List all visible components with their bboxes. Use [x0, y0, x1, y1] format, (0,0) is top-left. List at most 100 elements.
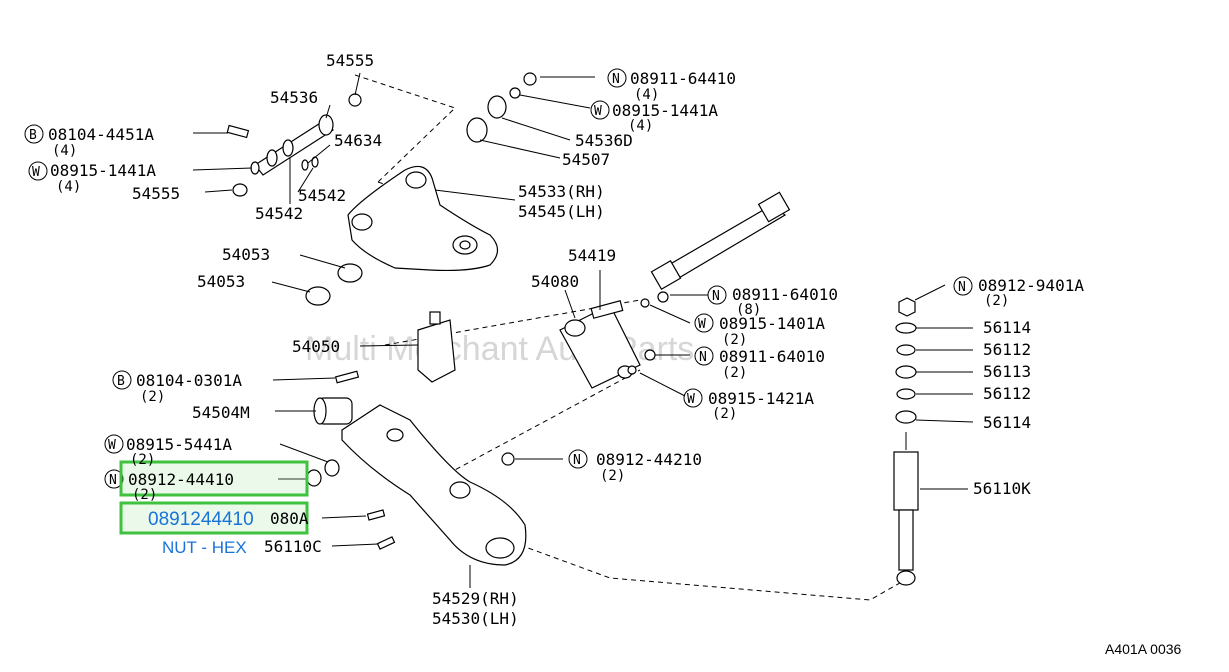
- bushing-54536d: [487, 95, 507, 119]
- highlight-part-box[interactable]: [119, 460, 309, 497]
- upper-arm-assembly: [226, 72, 537, 306]
- label-54536[interactable]: 54536: [270, 88, 318, 107]
- label-56110c[interactable]: 56110C: [264, 537, 322, 556]
- qty-08912-44210: (2): [600, 468, 625, 484]
- bushing-54507: [466, 117, 488, 143]
- bolt-prefix-icon: B: [29, 128, 37, 143]
- qty-08104-0301a: (2): [140, 389, 165, 405]
- label-08104-0301a[interactable]: 08104-0301A: [136, 371, 242, 390]
- qty-08915-1401a: (2): [722, 332, 747, 348]
- label-56112-b[interactable]: 56112: [983, 384, 1031, 403]
- nut-prefix-icon: N: [958, 280, 966, 295]
- nut-08912-44410: [306, 469, 322, 487]
- washer-54555-top: [348, 93, 362, 107]
- highlight-number-box[interactable]: [119, 501, 309, 535]
- label-54533[interactable]: 54533(RH): [518, 182, 605, 201]
- label-56113[interactable]: 56113: [983, 362, 1031, 381]
- label-08911-64410[interactable]: 08911-64410: [630, 69, 736, 88]
- label-08915-1401a[interactable]: 08915-1401A: [719, 314, 825, 333]
- label-56114-b[interactable]: 56114: [983, 413, 1031, 432]
- cap-54053-b: [305, 286, 331, 306]
- bolt-08104-4451a: [226, 124, 250, 139]
- label-54080a[interactable]: 080A: [270, 509, 309, 528]
- bump-stop-54050: [417, 319, 456, 383]
- label-08915-1441a-right[interactable]: 08915-1441A: [612, 101, 718, 120]
- washer-56113: [895, 365, 917, 379]
- label-54080[interactable]: 54080: [531, 272, 579, 291]
- label-54529[interactable]: 54529(RH): [432, 589, 519, 608]
- nut-08911-64410: [523, 72, 537, 86]
- leader-lines: [192, 72, 974, 588]
- label-54536d[interactable]: 54536D: [575, 131, 633, 150]
- label-08911-64010-a[interactable]: 08911-64010: [732, 285, 838, 304]
- label-54053-a[interactable]: 54053: [222, 245, 270, 264]
- cap-54053-a: [337, 263, 363, 283]
- qty-08915-1441a-right: (4): [628, 118, 653, 134]
- shock-absorber-assembly: [893, 297, 919, 586]
- nut-prefix-icon: N: [109, 473, 117, 488]
- label-54555-left[interactable]: 54555: [132, 184, 180, 203]
- washer-prefix-icon: W: [108, 438, 116, 453]
- label-08915-1441a-left[interactable]: 08915-1441A: [50, 161, 156, 180]
- label-08912-9401a[interactable]: 08912-9401A: [978, 276, 1084, 295]
- bushing-54536: [318, 114, 334, 136]
- label-56114-a[interactable]: 56114: [983, 318, 1031, 337]
- shock-body-lower: [898, 509, 914, 571]
- bushing-56114-b: [895, 410, 917, 424]
- label-08915-5441a[interactable]: 08915-5441A: [126, 435, 232, 454]
- label-54555-top[interactable]: 54555: [326, 51, 374, 70]
- nut-prefix-icon: N: [573, 453, 581, 468]
- label-54504m[interactable]: 54504M: [192, 403, 250, 422]
- qty-08915-1421a: (2): [712, 406, 737, 422]
- label-54419[interactable]: 54419: [568, 246, 616, 265]
- qty-08915-5441a: (2): [130, 452, 155, 468]
- washer-08915-5441a: [324, 459, 340, 477]
- lower-control-arm: [341, 404, 527, 566]
- washer-prefix-icon: W: [32, 165, 40, 180]
- label-56112-a[interactable]: 56112: [983, 340, 1031, 359]
- qty-08911-64410: (4): [634, 87, 659, 103]
- lower-arm-assembly: [306, 191, 791, 566]
- bolt-08104-0301a: [334, 370, 360, 384]
- label-54545[interactable]: 54545(LH): [518, 202, 605, 221]
- label-54507[interactable]: 54507: [562, 150, 610, 169]
- nut-08912-9401a: [898, 297, 916, 317]
- qty-08911-64010-b: (2): [722, 365, 747, 381]
- label-08911-64010-b[interactable]: 08911-64010: [719, 347, 825, 366]
- bolt-prefix-icon: B: [117, 374, 125, 389]
- washer-prefix-icon: W: [698, 317, 706, 332]
- diagram-code: A401A 0036: [1105, 641, 1182, 657]
- label-54542-right[interactable]: 54542: [298, 186, 346, 205]
- bushing-56114-a: [895, 322, 917, 334]
- prefix-markers: B W N W N W N W B W N N N: [24, 68, 973, 489]
- qty-08104-4451a: (4): [52, 143, 77, 159]
- washer-56112-b: [896, 388, 916, 400]
- washer-56112-a: [896, 344, 916, 356]
- highlight-part-name: NUT - HEX: [162, 538, 247, 557]
- label-08915-1421a[interactable]: 08915-1421A: [708, 389, 814, 408]
- washer-prefix-icon: W: [687, 392, 695, 407]
- nut-08912-44210: [501, 452, 515, 466]
- part-labels: 54555 54536 08104-4451A (4) 54634 08915-…: [48, 51, 1084, 628]
- shock-body-upper: [893, 451, 919, 511]
- qty-08912-9401a: (2): [984, 293, 1009, 309]
- label-08912-44410[interactable]: 08912-44410: [128, 470, 234, 489]
- label-54634[interactable]: 54634: [334, 131, 382, 150]
- qty-08911-64010-a: (8): [736, 302, 761, 318]
- nut-prefix-icon: N: [612, 72, 620, 87]
- label-54542-left[interactable]: 54542: [255, 204, 303, 223]
- label-08104-4451a[interactable]: 08104-4451A: [48, 125, 154, 144]
- label-54053-b[interactable]: 54053: [197, 272, 245, 291]
- washer-08915-1441a: [509, 87, 521, 99]
- highlight-part-number[interactable]: 0891244410: [148, 509, 254, 530]
- label-54530[interactable]: 54530(LH): [432, 609, 519, 628]
- label-54050[interactable]: 54050: [292, 337, 340, 356]
- washer-54555-left: [232, 183, 248, 197]
- qty-08912-44410: (2): [132, 487, 157, 503]
- nut-prefix-icon: N: [712, 289, 720, 304]
- label-56110k[interactable]: 56110K: [973, 479, 1031, 498]
- washer-prefix-icon: W: [594, 104, 602, 119]
- label-08912-44210[interactable]: 08912-44210: [596, 450, 702, 469]
